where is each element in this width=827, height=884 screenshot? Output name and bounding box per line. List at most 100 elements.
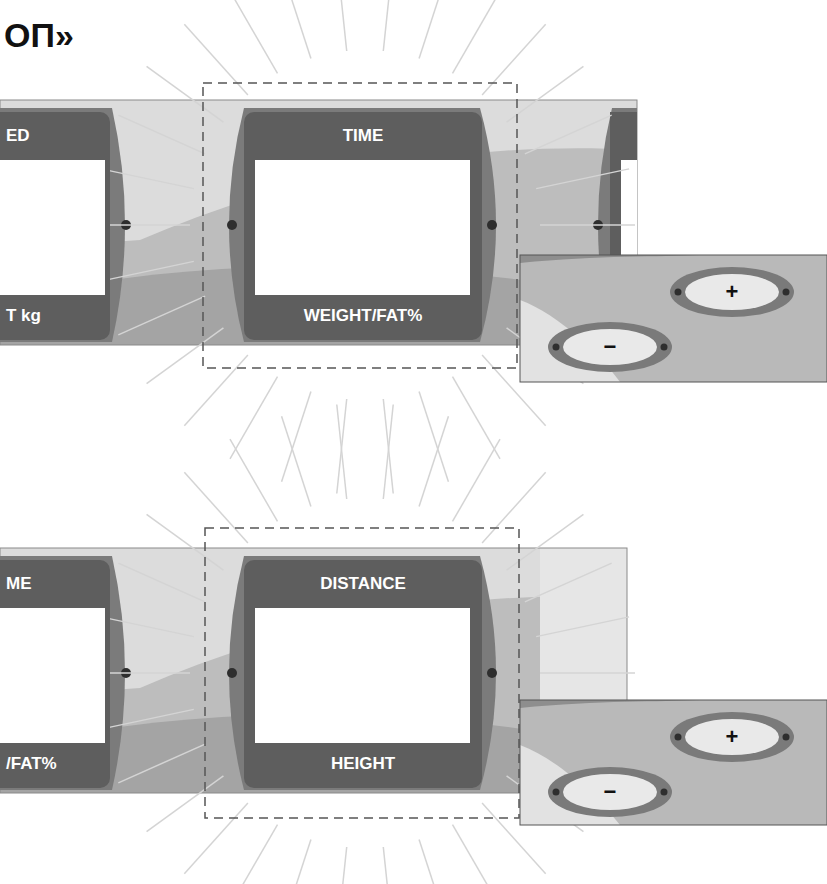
button: + bbox=[685, 719, 779, 755]
inset-border bbox=[520, 700, 827, 825]
button-ring bbox=[548, 767, 672, 817]
highlight-ray bbox=[419, 391, 448, 481]
display-dot bbox=[227, 668, 237, 678]
highlight-ray bbox=[282, 839, 311, 884]
display-frame: DISTANCE HEIGHT bbox=[244, 560, 482, 788]
highlight-ray bbox=[230, 377, 278, 459]
highlight-ray bbox=[118, 115, 205, 154]
focus-frame bbox=[203, 83, 517, 368]
button-dot bbox=[675, 289, 682, 296]
inset-panel bbox=[520, 700, 827, 825]
button-dot bbox=[675, 734, 682, 741]
button-dot bbox=[553, 789, 560, 796]
highlight-ray bbox=[536, 169, 629, 189]
highlight-ray bbox=[101, 169, 194, 189]
highlight-ray bbox=[147, 514, 224, 570]
display-dot bbox=[487, 668, 497, 678]
highlight-ray bbox=[540, 672, 635, 674]
highlight-ray bbox=[147, 328, 224, 384]
highlight-ray bbox=[453, 825, 501, 884]
button: − bbox=[563, 329, 657, 365]
highlight-ray bbox=[184, 472, 248, 543]
highlight-ray bbox=[383, 404, 393, 498]
inset-border bbox=[520, 255, 827, 382]
heading: ОП» bbox=[4, 16, 74, 55]
highlight-ray bbox=[525, 563, 612, 602]
display-ear bbox=[0, 556, 125, 790]
display-frame: ME/FAT% bbox=[0, 560, 110, 788]
highlight-ray bbox=[540, 224, 635, 226]
highlight-ray bbox=[507, 66, 584, 122]
highlight-ray bbox=[337, 847, 347, 884]
button-dot bbox=[553, 344, 560, 351]
display-label: DISTANCE bbox=[320, 574, 406, 594]
highlight-ray bbox=[419, 839, 448, 884]
button: − bbox=[563, 774, 657, 810]
button-dot bbox=[783, 734, 790, 741]
display-frame: ED T kg bbox=[0, 112, 110, 340]
display-label: T kg bbox=[6, 306, 41, 326]
highlight-ray bbox=[525, 115, 612, 154]
highlight-ray bbox=[118, 563, 205, 602]
button-sign: + bbox=[726, 726, 739, 748]
highlight-ray bbox=[337, 0, 347, 51]
highlight-ray bbox=[482, 472, 546, 543]
highlight-ray bbox=[230, 825, 278, 884]
highlight-ray bbox=[230, 439, 278, 521]
display-screen bbox=[0, 608, 105, 743]
button-sign: + bbox=[726, 281, 739, 303]
highlight-ray bbox=[337, 404, 347, 498]
highlight-ray bbox=[101, 261, 194, 281]
highlight-ray bbox=[184, 803, 248, 874]
button-sign: − bbox=[604, 336, 617, 358]
highlight-ray bbox=[383, 0, 393, 51]
display-label: TIME bbox=[343, 126, 384, 146]
highlight-ray bbox=[101, 617, 194, 637]
highlight-ray bbox=[482, 24, 546, 95]
highlight-ray bbox=[118, 744, 205, 783]
display-dot bbox=[227, 220, 237, 230]
highlight-ray bbox=[419, 416, 448, 506]
display-label: ED bbox=[6, 126, 30, 146]
display-screen bbox=[255, 160, 470, 295]
display-screen bbox=[255, 608, 470, 743]
button: + bbox=[685, 274, 779, 310]
display-ear bbox=[229, 556, 496, 790]
display-label: ME bbox=[6, 574, 32, 594]
focus-frame bbox=[205, 528, 519, 818]
button-dot bbox=[661, 789, 668, 796]
highlight-ray bbox=[282, 391, 311, 481]
highlight-ray bbox=[419, 0, 448, 59]
display-dot bbox=[487, 220, 497, 230]
highlight-ray bbox=[184, 355, 248, 426]
button-ring bbox=[548, 322, 672, 372]
inset-edge bbox=[520, 700, 700, 708]
inset-panel bbox=[520, 255, 827, 382]
highlight-ray bbox=[230, 0, 278, 73]
highlight-ray bbox=[383, 847, 393, 884]
display-label: /FAT% bbox=[6, 754, 57, 774]
button-dot bbox=[661, 344, 668, 351]
button-ring bbox=[670, 267, 794, 317]
highlight-ray bbox=[282, 416, 311, 506]
highlight-ray bbox=[118, 296, 205, 335]
display-label: WEIGHT/FAT% bbox=[304, 306, 423, 326]
display-ear bbox=[229, 108, 496, 342]
highlight-ray bbox=[453, 439, 501, 521]
highlight-ray bbox=[507, 514, 584, 570]
button-sign: − bbox=[604, 781, 617, 803]
highlight-ray bbox=[536, 617, 629, 637]
button-ring bbox=[670, 712, 794, 762]
highlight-ray bbox=[282, 0, 311, 59]
highlight-ray bbox=[453, 377, 501, 459]
highlight-ray bbox=[147, 66, 224, 122]
display-screen bbox=[0, 160, 105, 295]
display-ear bbox=[0, 108, 125, 342]
highlight-ray bbox=[147, 776, 224, 832]
highlight-ray bbox=[453, 0, 501, 73]
display-label: HEIGHT bbox=[331, 754, 395, 774]
inset-edge bbox=[520, 255, 700, 263]
button-dot bbox=[783, 289, 790, 296]
highlight-ray bbox=[184, 24, 248, 95]
